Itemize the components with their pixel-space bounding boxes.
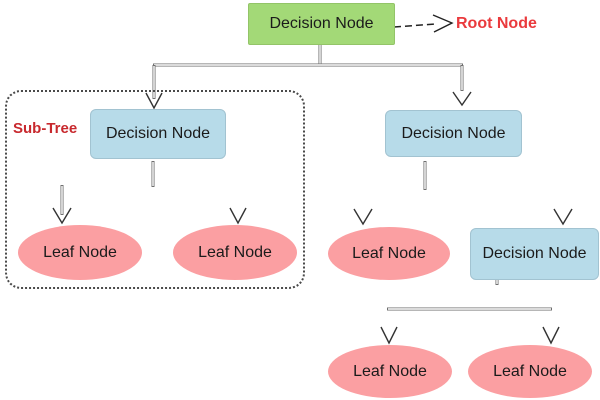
root-annotation-arrow xyxy=(393,14,454,33)
arrowhead-to-lower-decision xyxy=(553,208,573,226)
arrowhead-to-subtree-leaf-right xyxy=(229,207,247,225)
arrowhead-to-lower-leaf-left xyxy=(380,326,398,345)
node-lower-leaf-left: Leaf Node xyxy=(328,345,452,398)
arrowhead-to-subtree-leaf-left xyxy=(52,207,72,225)
node-subtree-leaf-left: Leaf Node xyxy=(18,225,142,280)
node-lower-leaf-right: Leaf Node xyxy=(468,345,592,398)
node-right-decision: Decision Node xyxy=(385,110,522,157)
node-subtree-decision: Decision Node xyxy=(90,109,226,159)
node-right-leaf: Leaf Node xyxy=(328,227,450,280)
arrowhead-to-right-leaf xyxy=(353,208,373,226)
root-node-label: Root Node xyxy=(456,15,537,32)
subtree-label: Sub-Tree xyxy=(13,120,78,137)
node-root-decision: Decision Node xyxy=(248,3,395,45)
arrowhead-to-right-decision xyxy=(452,91,472,107)
node-lower-decision: Decision Node xyxy=(470,228,599,280)
arrowhead-to-lower-leaf-right xyxy=(542,326,560,345)
subtree-boundary xyxy=(5,90,305,289)
node-subtree-leaf-right: Leaf Node xyxy=(173,225,297,280)
arrowhead-to-subtree-decision xyxy=(145,92,163,110)
